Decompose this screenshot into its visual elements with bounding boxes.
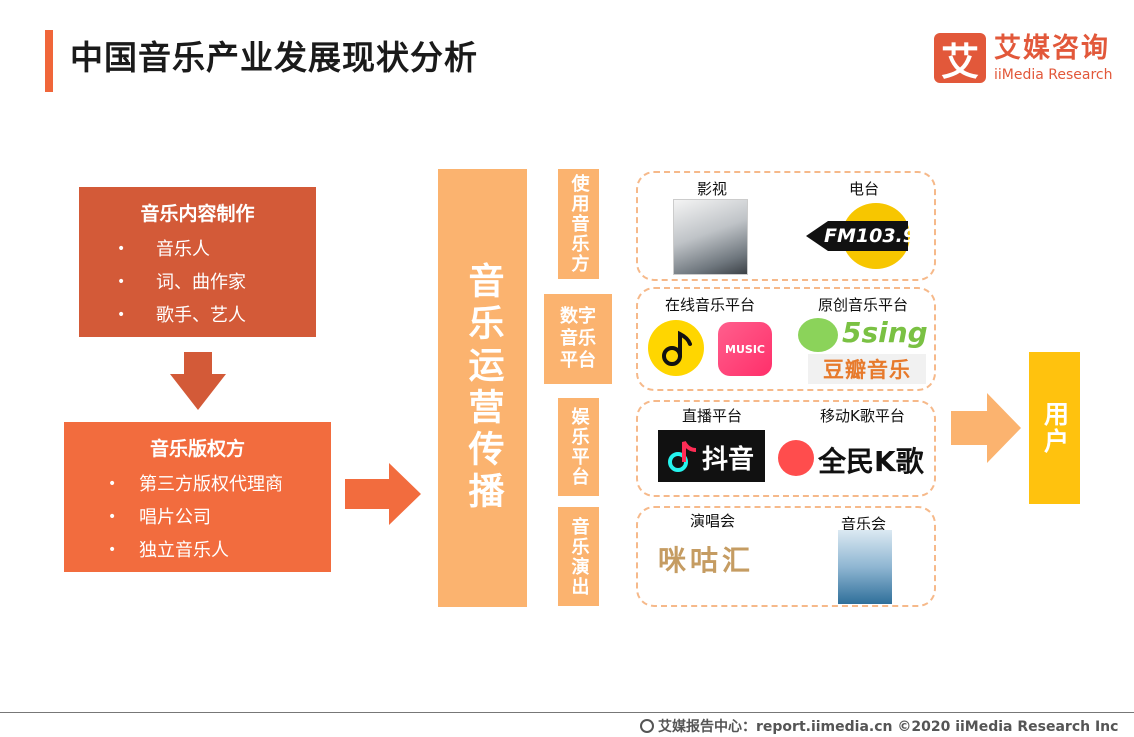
category-digital-music: 数字音乐平台 [544,294,612,384]
migu-text: 咪咕汇 [658,544,755,577]
fm-radio-icon [806,203,910,269]
content-production-title: 音乐内容制作 [140,203,255,225]
bullet: • [117,274,126,290]
quanmin-kge-logo: 全民K歌 [778,436,926,480]
page-title: 中国音乐产业发展现状分析 [70,38,478,77]
douban-music-logo: 豆瓣音乐 [808,354,926,384]
film-poster-image [673,199,748,275]
list-item: •唱片公司 [64,501,331,534]
qq-music-icon [648,320,704,376]
right-arrow-icon [951,393,1021,463]
list-item: •词、曲作家 [79,266,316,299]
copyright-holder-list: •第三方版权代理商 •唱片公司 •独立音乐人 [64,468,331,567]
music-operations-label: 音乐运营传播 [462,262,504,514]
douyin-icon [668,441,697,472]
group-performance [636,506,936,607]
fm-radio-logo: FM103.9 [806,203,916,269]
copyright-holder-box: 音乐版权方 •第三方版权代理商 •唱片公司 •独立音乐人 [64,422,331,572]
group-digital-music [636,287,936,391]
right-arrow-icon [345,463,421,525]
bullet: • [117,241,126,257]
iimedia-logo: 艾 艾媒咨询 iiMedia Research [934,33,1114,87]
user-label: 用户 [1040,401,1070,455]
label-karaoke: 移动K歌平台 [820,407,905,425]
logo-en-text: iiMedia Research [994,67,1113,83]
bullet: • [108,509,117,525]
globe-icon [640,719,654,733]
music-app-icon: MUSIC [718,322,772,376]
label-online-music: 在线音乐平台 [665,296,756,314]
content-production-list: •音乐人 •词、曲作家 •歌手、艺人 [79,233,316,332]
douyin-text: 抖音 [702,445,755,475]
list-item: •音乐人 [79,233,316,266]
list-item: •第三方版权代理商 [64,468,331,501]
label-concert: 演唱会 [690,512,736,530]
content-production-box: 音乐内容制作 •音乐人 •词、曲作家 •歌手、艺人 [79,187,316,337]
group-music-users [636,171,936,281]
label-film: 影视 [697,180,728,198]
fm-radio-text: FM103.9 [824,225,916,247]
5sing-text: 5sing [842,316,928,349]
label-original-music: 原创音乐平台 [818,296,909,314]
category-entertainment: 娱乐平台 [558,398,599,496]
list-item: •歌手、艺人 [79,299,316,332]
bullet: • [108,476,117,492]
concert-poster-image [838,530,892,604]
5sing-icon [798,318,838,352]
logo-mark-icon: 艾 [934,33,986,84]
footer-divider [0,712,1134,713]
quanmin-kge-text: 全民K歌 [818,445,924,478]
5sing-logo: 5sing [798,316,928,354]
logo-cn-text: 艾媒咨询 [994,33,1110,64]
bullet: • [108,542,117,558]
group-entertainment [636,400,936,497]
down-arrow-icon [170,352,226,410]
label-radio: 电台 [849,180,880,198]
quanmin-kge-icon [778,440,814,476]
copyright-holder-title: 音乐版权方 [149,438,245,460]
label-classical-concert: 音乐会 [841,515,887,533]
list-item: •独立音乐人 [64,534,331,567]
label-live-streaming: 直播平台 [682,407,743,425]
douyin-logo: 抖音 [658,430,765,482]
category-music-users: 使用音乐方 [558,169,599,279]
music-operations-column: 音乐运营传播 [438,169,527,607]
user-box: 用户 [1029,352,1080,504]
footer-copyright: 艾媒报告中心：report.iimedia.cn ©2020 iiMedia R… [640,716,1118,736]
bullet: • [117,307,126,323]
migu-logo: 咪咕汇 [658,536,790,586]
category-performance: 音乐演出 [558,507,599,606]
title-accent-bar [45,30,53,92]
